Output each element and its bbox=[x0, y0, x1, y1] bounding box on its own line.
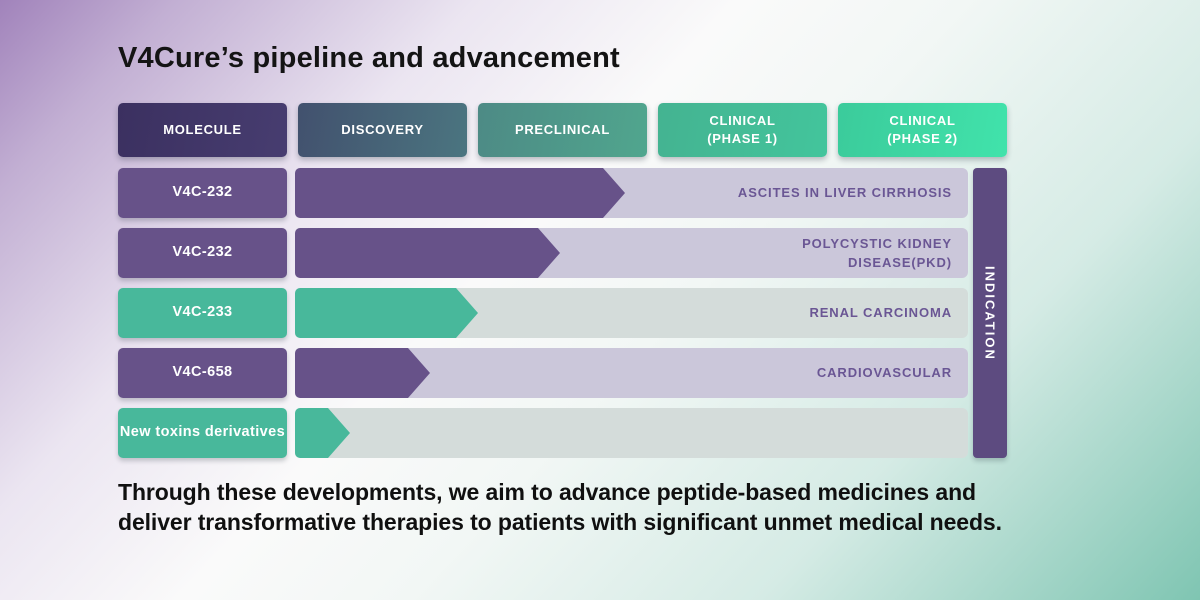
indication-label: CARDIOVASCULAR bbox=[816, 365, 952, 381]
indication-axis: INDICATION bbox=[973, 168, 1007, 458]
stage-label: CLINICAL bbox=[709, 112, 776, 128]
stage-label: DISCOVERY bbox=[341, 121, 424, 137]
indication-label: RENAL CARCINOMA bbox=[809, 305, 952, 321]
indication-label: ASCITES IN LIVER CIRRHOSIS bbox=[737, 185, 952, 201]
pipeline-row: V4C-658 CARDIOVASCULAR bbox=[118, 348, 1007, 398]
stage-label: PRECLINICAL bbox=[514, 121, 611, 137]
stage-header-molecule: MOLECULE bbox=[118, 103, 287, 157]
footer-statement: Through these developments, we aim to ad… bbox=[118, 479, 1002, 535]
stage-sublabel: (PHASE 1) bbox=[707, 131, 778, 146]
progress-arrow bbox=[295, 348, 430, 398]
indication-label: POLYCYSTIC KIDNEY DISEASE(PKD) bbox=[802, 235, 952, 271]
stage-track: CARDIOVASCULAR bbox=[295, 348, 968, 398]
stage-header-preclinical: PRECLINICAL bbox=[478, 103, 647, 157]
molecule-label: V4C-232 bbox=[118, 168, 287, 218]
pipeline-row: V4C-232 POLYCYSTIC KIDNEY DISEASE(PKD) bbox=[118, 228, 1007, 278]
stage-track: RENAL CARCINOMA bbox=[295, 288, 968, 338]
pipeline-row: V4C-233 RENAL CARCINOMA bbox=[118, 288, 1007, 338]
stage-label: CLINICAL bbox=[889, 112, 956, 128]
molecule-label: V4C-233 bbox=[118, 288, 287, 338]
pipeline-rows: V4C-232 ASCITES IN LIVER CIRRHOSIS V4C-2… bbox=[118, 168, 1007, 468]
progress-arrow bbox=[295, 288, 478, 338]
progress-arrow bbox=[295, 408, 350, 458]
stage-header-clinical-phase2: CLINICAL (PHASE 2) bbox=[838, 103, 1007, 157]
progress-arrow bbox=[295, 168, 625, 218]
stage-header-clinical-phase1: CLINICAL (PHASE 1) bbox=[658, 103, 827, 157]
stage-sublabel: (PHASE 2) bbox=[887, 131, 958, 146]
stage-track bbox=[295, 408, 968, 458]
molecule-label: New toxins derivatives bbox=[118, 408, 287, 458]
page-title: V4Cure’s pipeline and advancement bbox=[118, 42, 620, 74]
molecule-label: V4C-232 bbox=[118, 228, 287, 278]
molecule-label: V4C-658 bbox=[118, 348, 287, 398]
progress-arrow bbox=[295, 228, 560, 278]
indication-axis-label: INDICATION bbox=[982, 265, 998, 361]
pipeline-row: V4C-232 ASCITES IN LIVER CIRRHOSIS bbox=[118, 168, 1007, 218]
stage-header-discovery: DISCOVERY bbox=[298, 103, 467, 157]
stage-track: ASCITES IN LIVER CIRRHOSIS bbox=[295, 168, 968, 218]
stage-track: POLYCYSTIC KIDNEY DISEASE(PKD) bbox=[295, 228, 968, 278]
pipeline-diagram: MOLECULE DISCOVERY PRECLINICAL CLINICAL … bbox=[118, 103, 1007, 459]
stage-header-row: MOLECULE DISCOVERY PRECLINICAL CLINICAL … bbox=[118, 103, 1007, 157]
stage-label: MOLECULE bbox=[163, 121, 242, 137]
pipeline-row: New toxins derivatives bbox=[118, 408, 1007, 458]
